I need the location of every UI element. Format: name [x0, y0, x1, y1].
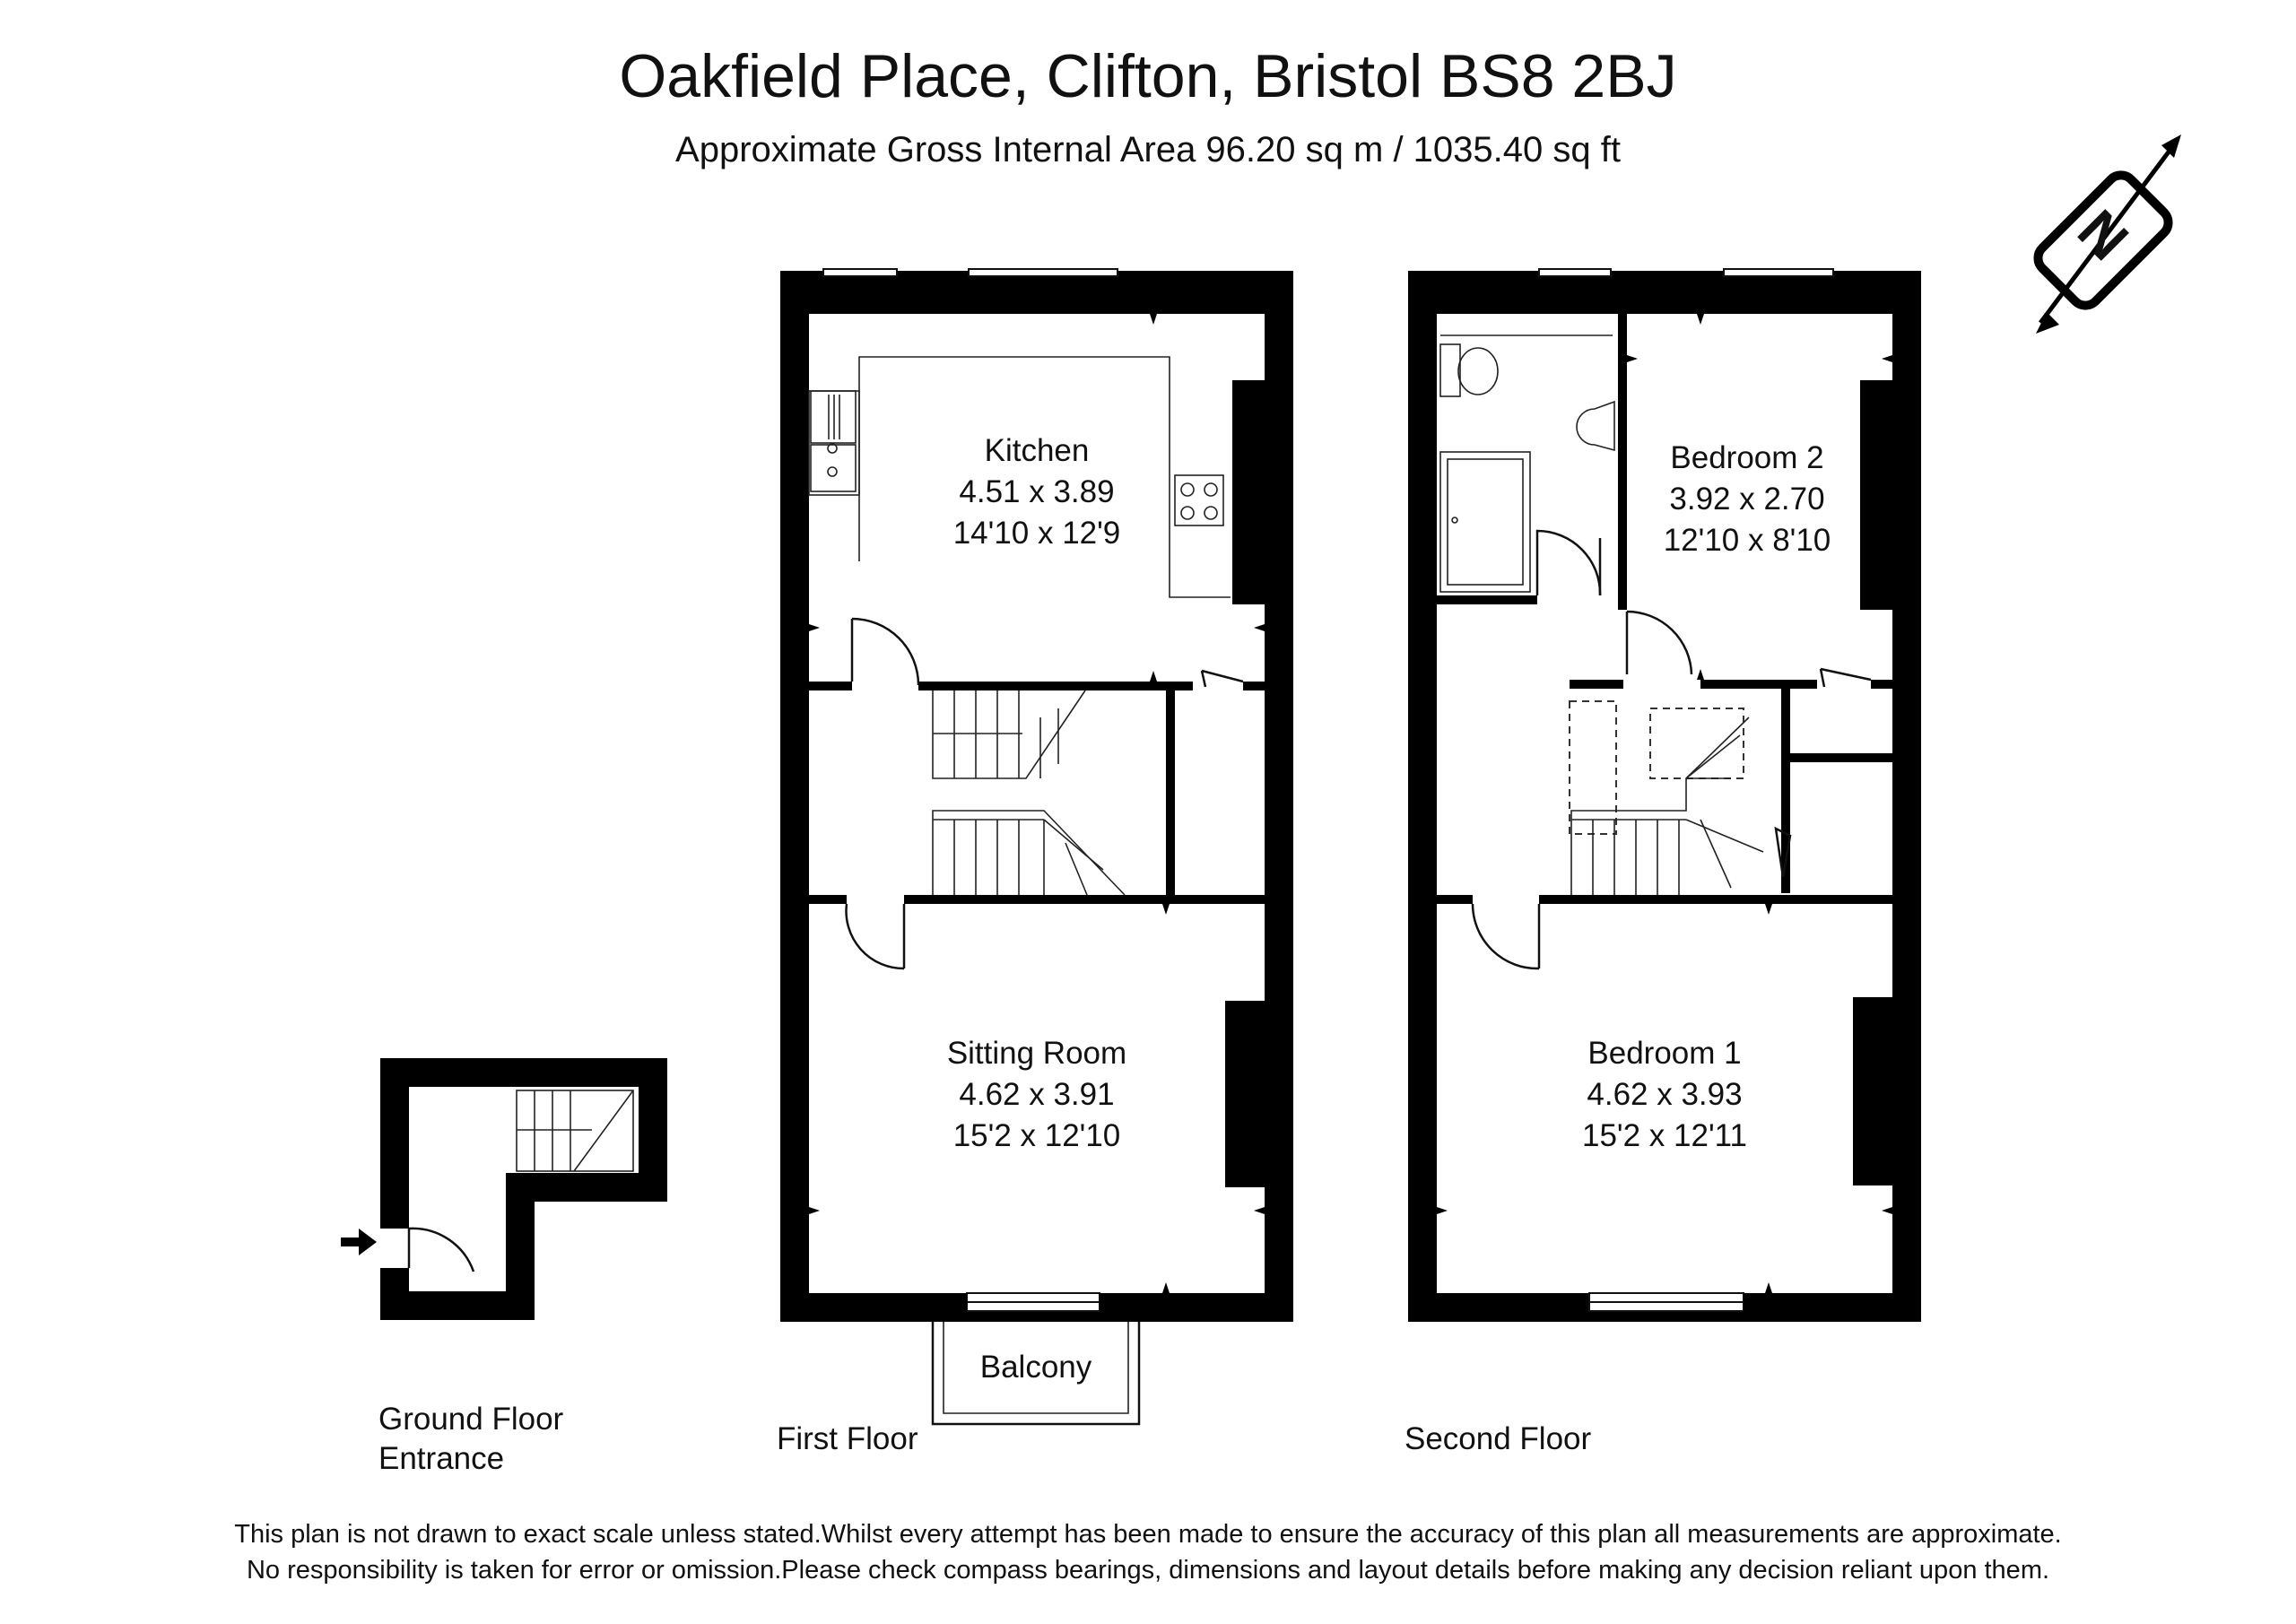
plan-subtitle: Approximate Gross Internal Area 96.20 sq… [675, 130, 1621, 169]
bathroom-fittings [1439, 334, 1615, 596]
ground-floor-plan [341, 1058, 667, 1320]
disclaimer-line-2: No responsibility is taken for error or … [247, 1556, 2049, 1585]
bedroom1-door [1471, 903, 1541, 970]
floor-label-ground: Ground Floor [378, 1402, 564, 1437]
svg-text:15'2 x 12'10: 15'2 x 12'10 [953, 1118, 1121, 1153]
chimney-breast [1860, 380, 1894, 610]
ground-floor-stairs [516, 1090, 634, 1172]
floor-label-first: First Floor [777, 1421, 918, 1456]
floor-label-second: Second Floor [1405, 1421, 1592, 1456]
cupboard-door-small [1774, 826, 1792, 878]
first-floor-window [822, 268, 898, 277]
balcony [931, 1322, 1141, 1426]
svg-text:Bedroom 2: Bedroom 2 [1670, 440, 1823, 475]
cupboard-door [1819, 667, 1872, 688]
entrance-door [407, 1227, 475, 1272]
room-label-balcony: Balcony [980, 1350, 1092, 1385]
first-floor-window [968, 268, 1118, 277]
plan-title: Oakfield Place, Clifton, Bristol BS8 2BJ [619, 42, 1676, 110]
second-floor-window [1723, 268, 1834, 277]
second-floor-stairs [1569, 700, 1764, 895]
measurement-markers [809, 314, 1265, 1293]
room-label-bedroom-2: Bedroom 2 3.92 x 2.70 12'10 x 8'10 [1664, 440, 1831, 558]
room-label-bedroom-1: Bedroom 1 4.62 x 3.93 15'2 x 12'11 [1582, 1036, 1747, 1153]
chimney-breast [1225, 1001, 1266, 1187]
room-label-kitchen: Kitchen 4.51 x 3.89 14'10 x 12'9 [953, 433, 1121, 551]
room-label-sitting-room: Sitting Room 4.62 x 3.91 15'2 x 12'10 [947, 1036, 1126, 1153]
svg-text:Kitchen: Kitchen [985, 433, 1090, 468]
svg-text:4.62 x 3.93: 4.62 x 3.93 [1587, 1077, 1742, 1112]
svg-text:3.92 x 2.70: 3.92 x 2.70 [1669, 482, 1824, 517]
svg-text:4.51 x 3.89: 4.51 x 3.89 [959, 474, 1114, 509]
first-floor-stairs [932, 690, 1126, 896]
svg-text:4.62 x 3.91: 4.62 x 3.91 [959, 1077, 1114, 1112]
compass-icon: N [2033, 135, 2181, 334]
svg-text:Bedroom 1: Bedroom 1 [1587, 1036, 1741, 1071]
second-floor-window [1538, 268, 1612, 277]
kitchen-door [850, 617, 920, 686]
svg-text:14'10 x 12'9: 14'10 x 12'9 [953, 516, 1121, 551]
bedroom1-window [1588, 1292, 1744, 1303]
sitting-room-window [966, 1292, 1100, 1303]
svg-text:Sitting Room: Sitting Room [947, 1036, 1126, 1071]
floor-label-ground-entrance: Entrance [378, 1441, 504, 1476]
chimney-breast [1853, 997, 1894, 1185]
first-floor-plan [780, 268, 1293, 1426]
ground-floor-walls [380, 1058, 667, 1320]
second-floor-plan [1408, 268, 1921, 1322]
disclaimer-line-1: This plan is not drawn to exact scale un… [234, 1520, 2061, 1549]
chimney-breast [1232, 380, 1266, 604]
svg-text:15'2 x 12'11: 15'2 x 12'11 [1582, 1118, 1747, 1153]
cupboard-door [1200, 669, 1244, 688]
svg-text:12'10 x 8'10: 12'10 x 8'10 [1664, 523, 1831, 558]
first-floor-outer-walls [780, 271, 1293, 1322]
measurement-markers [1437, 314, 1892, 1293]
entrance-arrow-icon [341, 1229, 377, 1255]
bedroom2-door [1625, 610, 1693, 675]
kitchen-units [808, 356, 1231, 598]
second-floor-outer-walls [1408, 271, 1921, 1322]
sitting-room-door [845, 903, 906, 970]
